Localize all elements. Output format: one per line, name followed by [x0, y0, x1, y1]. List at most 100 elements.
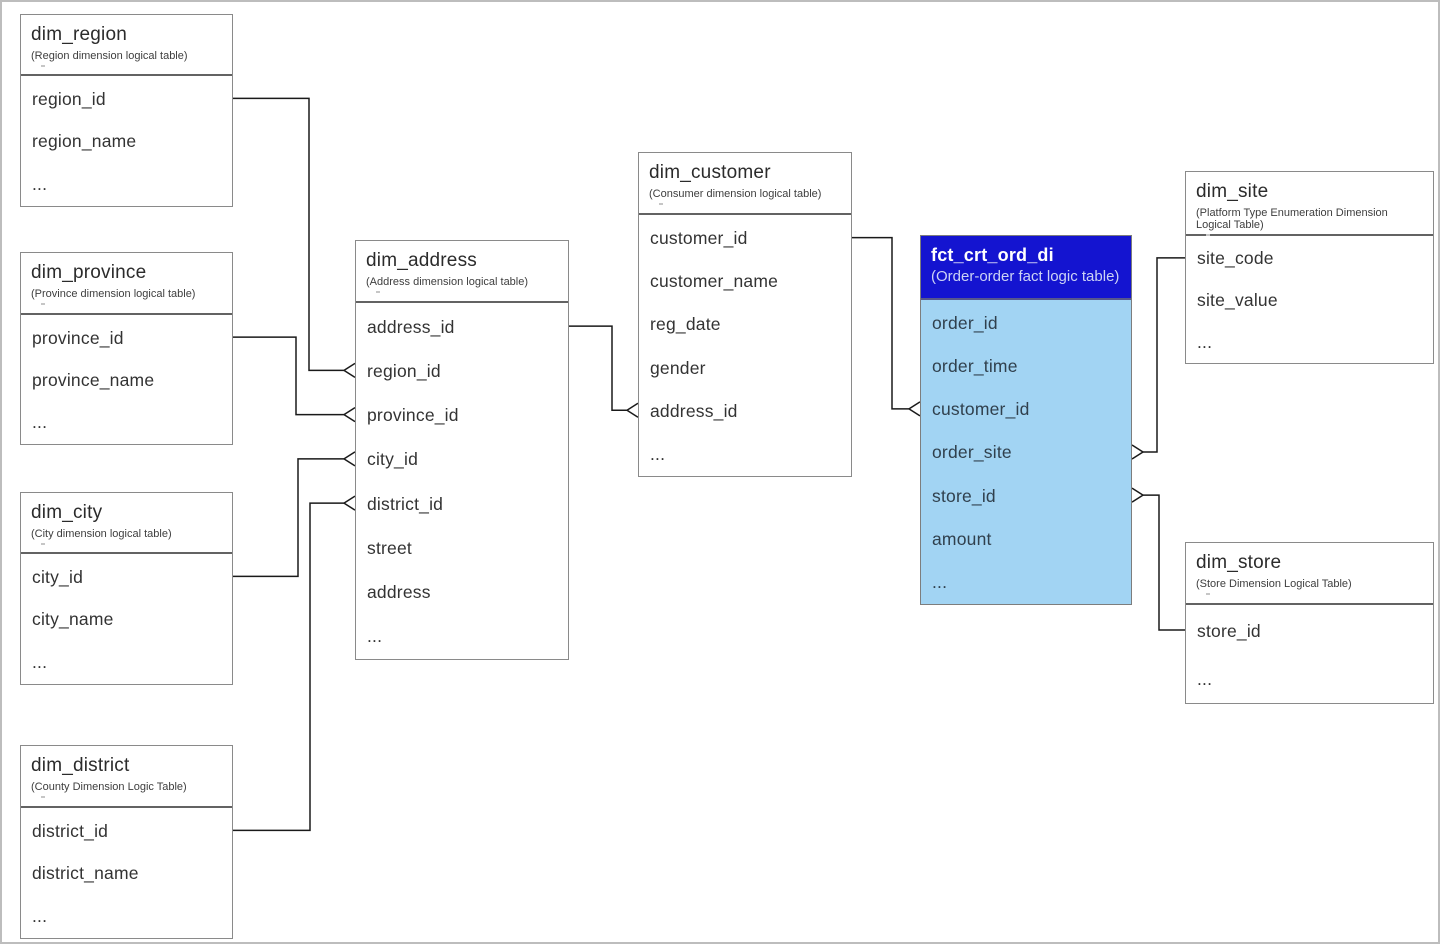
relation-line — [233, 502, 344, 832]
table-dim_province[interactable]: dim_province (Province dimension logical … — [20, 252, 233, 445]
field-row-ellipsis: ... — [639, 433, 851, 476]
field-row-ellipsis: ... — [356, 615, 568, 659]
field-row-region_name: region_name — [21, 121, 232, 164]
table-dim_address[interactable]: dim_address(Address dimension logical ta… — [355, 240, 569, 660]
table-dim_district[interactable]: dim_district(County Dimension Logic Tabl… — [20, 745, 233, 939]
field-row-street: street — [356, 526, 568, 570]
crow-foot-icon — [1131, 444, 1144, 460]
field-label: street — [367, 537, 412, 558]
field-row-gender: gender — [639, 347, 851, 390]
crow-foot-icon — [908, 401, 921, 417]
field-label: store_id — [1197, 620, 1261, 641]
field-row-province_id: province_id — [356, 394, 568, 438]
field-row-store_id: store_id — [921, 475, 1131, 518]
crow-foot-icon — [343, 406, 356, 423]
table-subtitle: (City dimension logical table) — [31, 528, 222, 545]
crow-foot-icon — [626, 402, 639, 418]
field-label: ... — [32, 174, 48, 195]
field-row-address_id: address_id — [639, 390, 851, 433]
field-label: city_id — [32, 566, 84, 587]
field-label: order_site — [932, 442, 1012, 463]
field-label: district_id — [367, 493, 444, 514]
table-title: dim_site — [1196, 181, 1269, 202]
field-row-ellipsis: ... — [21, 402, 232, 444]
field-row-ellipsis: ... — [21, 895, 232, 938]
relation-line — [569, 325, 627, 411]
field-row-ellipsis: ... — [1186, 321, 1433, 363]
field-label: ... — [1197, 668, 1213, 689]
field-label: site_code — [1197, 248, 1274, 269]
table-header: dim_province (Province dimension logical … — [21, 253, 232, 315]
field-row-address_id: address_id — [356, 305, 568, 349]
field-label: region_name — [32, 131, 137, 152]
table-dim_city[interactable]: dim_city (City dimension logical table) ci… — [20, 492, 233, 685]
table-subtitle: (Platform Type Enumeration Dimension Log… — [1196, 207, 1423, 236]
field-row-order_time: order_time — [921, 345, 1131, 388]
field-label: store_id — [932, 485, 996, 506]
relation-line — [1143, 257, 1185, 453]
field-row-city_id: city_id — [356, 438, 568, 482]
relation-line — [233, 97, 344, 372]
field-row-address: address — [356, 571, 568, 615]
table-subtitle: (Province dimension logical table) — [31, 288, 222, 305]
field-row-district_name: district_name — [21, 853, 232, 896]
table-header: dim_district(County Dimension Logic Tabl… — [21, 746, 232, 808]
table-header: dim_store(Store Dimension Logical Table) — [1186, 543, 1433, 605]
table-title: dim_region — [31, 24, 127, 45]
field-label: reg_date — [650, 314, 721, 335]
field-row-order_site: order_site — [921, 431, 1131, 474]
table-dim_customer[interactable]: dim_customer(Consumer dimension logical … — [638, 152, 852, 477]
relation-line — [852, 236, 909, 410]
field-row-ellipsis: ... — [921, 561, 1131, 604]
table-header: dim_city (City dimension logical table) — [21, 493, 232, 554]
field-row-customer_id: customer_id — [639, 217, 851, 260]
table-subtitle: (County Dimension Logic Table) — [31, 781, 222, 798]
crow-foot-icon — [1131, 487, 1144, 503]
field-row-province_name: province_name — [21, 359, 232, 401]
field-label: customer_id — [650, 228, 748, 249]
field-row-amount: amount — [921, 518, 1131, 561]
table-subtitle: (Address dimension logical table) — [366, 276, 558, 293]
field-label: amount — [932, 528, 992, 549]
field-label: ... — [32, 906, 48, 927]
field-label: ... — [32, 412, 48, 433]
field-row-site_value: site_value — [1186, 280, 1433, 322]
field-label: province_id — [32, 327, 124, 348]
field-row-ellipsis: ... — [1186, 655, 1433, 703]
field-row-reg_date: reg_date — [639, 303, 851, 346]
table-subtitle: (Region dimension logical table) — [31, 50, 222, 67]
table-dim_region[interactable]: dim_region (Region dimension logical tabl… — [20, 14, 233, 207]
table-header: dim_site (Platform Type Enumeration Dimen… — [1186, 172, 1433, 236]
field-label: customer_name — [650, 271, 779, 292]
field-row-province_id: province_id — [21, 317, 232, 359]
field-row-ellipsis: ... — [21, 163, 232, 206]
relation-line — [1143, 494, 1185, 631]
field-label: address — [367, 582, 431, 603]
field-row-store_id: store_id — [1186, 607, 1433, 655]
field-label: city_id — [367, 449, 419, 470]
relation-line — [233, 458, 344, 578]
field-row-district_id: district_id — [356, 482, 568, 526]
table-title: dim_customer — [649, 162, 771, 183]
field-label: district_id — [32, 820, 109, 841]
table-subtitle: (Order-order fact logic table) — [931, 268, 1120, 285]
field-label: region_id — [367, 360, 441, 381]
field-row-region_id: region_id — [356, 349, 568, 393]
field-row-city_id: city_id — [21, 556, 232, 599]
field-row-city_name: city_name — [21, 599, 232, 642]
table-header: fct_crt_ord_di (Order-order fact logic ta… — [921, 236, 1131, 300]
field-row-ellipsis: ... — [21, 641, 232, 684]
field-label: customer_id — [932, 399, 1030, 420]
table-title: fct_crt_ord_di — [931, 245, 1054, 265]
table-fct_crt_ord_di[interactable]: fct_crt_ord_di (Order-order fact logic ta… — [920, 235, 1132, 605]
table-title: dim_city — [31, 502, 103, 523]
table-dim_site[interactable]: dim_site (Platform Type Enumeration Dimen… — [1185, 171, 1434, 364]
field-row-customer_id: customer_id — [921, 388, 1131, 431]
table-dim_store[interactable]: dim_store(Store Dimension Logical Table)… — [1185, 542, 1434, 704]
field-label: site_value — [1197, 289, 1278, 310]
field-label: region_id — [32, 88, 106, 109]
field-label: ... — [650, 443, 666, 464]
table-header: dim_address(Address dimension logical ta… — [356, 241, 568, 303]
table-title: dim_province — [31, 262, 147, 283]
